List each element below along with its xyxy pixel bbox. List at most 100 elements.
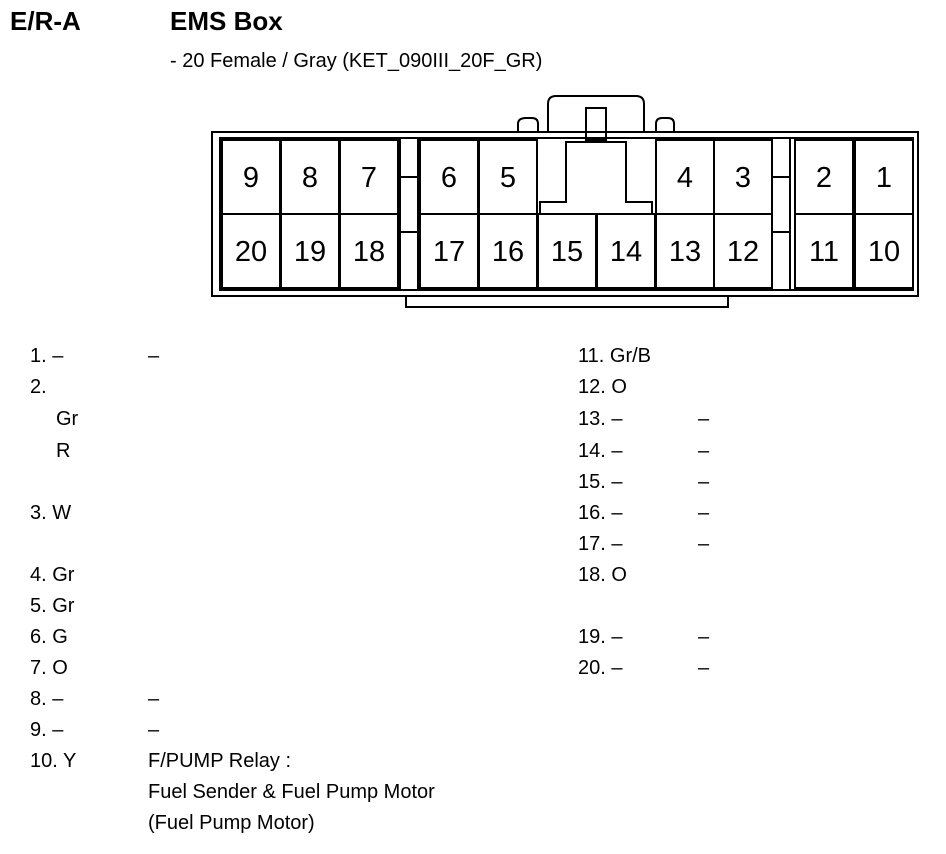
pin-entry-number: 18.: [578, 564, 606, 586]
pin-entry-wire: Gr/B: [609, 345, 652, 367]
pin-entry-right: 14. –: [578, 440, 623, 462]
pin-entry-description: –: [698, 657, 710, 679]
pin-entry-description: –: [148, 719, 160, 741]
pin-entry-number: 7.: [30, 657, 47, 679]
pin-entry-wire: W: [52, 502, 72, 524]
pin-entry-left: 2.: [30, 376, 47, 398]
pin-entry-wire: –: [52, 345, 64, 367]
connector-housing: [211, 131, 919, 297]
pin-number-18: 18: [353, 236, 385, 268]
page-title: EMS Box: [170, 6, 283, 36]
pin-entry-number: 3.: [30, 502, 47, 524]
pin-number-8: 8: [302, 162, 318, 194]
pin-entry-wire: –: [611, 471, 623, 493]
pin-entry-number: 20.: [578, 657, 606, 679]
pin-entry-description: –: [698, 471, 710, 493]
pin-entry-number: 6.: [30, 626, 47, 648]
pin-entry-right: 18. O: [578, 564, 627, 586]
latch-right: [655, 117, 675, 132]
pin-entry-number: 16.: [578, 502, 606, 524]
pin-entry-wire: –: [52, 719, 64, 741]
pin-number-10: 10: [868, 236, 900, 268]
pin-entry-left: Gr: [56, 408, 78, 430]
pin-entry-number: 9.: [30, 719, 47, 741]
pin-number-19: 19: [294, 236, 326, 268]
pin-entry-number: 1.: [30, 345, 47, 367]
pin-entry-wire: Y: [63, 750, 77, 772]
pin-number-15: 15: [551, 236, 583, 268]
pin-entry-number: 10.: [30, 750, 58, 772]
pin-number-9: 9: [243, 162, 259, 194]
connector-code: E/R-A: [10, 6, 81, 36]
pin-entry-description: –: [148, 345, 160, 367]
pin-entry-left: 4. Gr: [30, 564, 74, 586]
pin-entry-wire: –: [611, 440, 623, 462]
pin-entry-right: 11. Gr/B: [578, 345, 651, 367]
bottom-rail: [405, 296, 729, 308]
pin-entry-wire: –: [611, 408, 623, 430]
pin-number-16: 16: [492, 236, 524, 268]
pin-cell-12: [713, 213, 773, 289]
pin-entry-description: –: [698, 408, 710, 430]
pin-cell-11: [794, 213, 854, 289]
pin-entry-description: –: [698, 533, 710, 555]
pin-number-5: 5: [500, 162, 516, 194]
pin-entry-number: 4.: [30, 564, 47, 586]
pin-entry-right: 16. –: [578, 502, 623, 524]
pin-number-11: 11: [809, 236, 839, 268]
pin-number-1: 1: [876, 162, 892, 194]
pin-entry-wire: O: [611, 376, 627, 398]
pin-entry-number: 19.: [578, 626, 606, 648]
pin-entry-right: 20. –: [578, 657, 623, 679]
pin-entry-right: 13. –: [578, 408, 623, 430]
pin10-description-line: Fuel Sender & Fuel Pump Motor: [148, 781, 435, 803]
pin-entry-description: F/PUMP Relay :: [148, 750, 291, 772]
pin-number-2: 2: [816, 162, 832, 194]
pin-number-20: 20: [235, 236, 267, 268]
pin-entry-right: 12. O: [578, 376, 627, 398]
pin-entry-wire: –: [52, 688, 64, 710]
locking-tab-key: [585, 107, 607, 141]
pin-number-14: 14: [610, 236, 642, 268]
pin-entry-left: 1. –: [30, 345, 63, 367]
pin-entry-left: 10. Y: [30, 750, 76, 772]
latch-left: [517, 117, 539, 132]
pin-entry-wire: O: [52, 657, 68, 679]
pin-entry-right: 15. –: [578, 471, 623, 493]
pin-entry-wire: –: [611, 533, 623, 555]
pin-entry-description: –: [698, 626, 710, 648]
pin-entry-left: 6. G: [30, 626, 68, 648]
pin-entry-number: 17.: [578, 533, 606, 555]
pin-entry-left: R: [56, 440, 70, 462]
pin-number-13: 13: [669, 236, 701, 268]
pin-entry-number: 8.: [30, 688, 47, 710]
pin-entry-number: 12.: [578, 376, 606, 398]
pin-entry-number: 15.: [578, 471, 606, 493]
pin-entry-left: 5. Gr: [30, 595, 74, 617]
pin-entry-number: 11.: [578, 345, 605, 367]
locking-tab: [547, 95, 645, 132]
pin10-description-line: (Fuel Pump Motor): [148, 812, 315, 834]
pin-entry-number: 5.: [30, 595, 47, 617]
pin-cell-10: [854, 213, 914, 289]
center-channel: [539, 141, 653, 214]
pin-number-3: 3: [735, 162, 751, 194]
pin-entry-number: 14.: [578, 440, 606, 462]
pin-entry-description: –: [148, 688, 160, 710]
pin-entry-right: 19. –: [578, 626, 623, 648]
pin-entry-left: 3. W: [30, 502, 71, 524]
pin-entry-left: 7. O: [30, 657, 68, 679]
pin-number-7: 7: [361, 162, 377, 194]
pin-entry-left: 9. –: [30, 719, 63, 741]
pin-entry-wire: O: [611, 564, 627, 586]
pin-entry-left: 8. –: [30, 688, 63, 710]
pin-entry-wire: –: [611, 502, 623, 524]
connector-subtitle: - 20 Female / Gray (KET_090III_20F_GR): [170, 50, 543, 72]
pin-entry-description: –: [698, 502, 710, 524]
pin-entry-number: 2.: [30, 376, 47, 398]
pin-number-6: 6: [441, 162, 457, 194]
pin-number-4: 4: [677, 162, 693, 194]
pin-entry-wire: Gr: [52, 564, 75, 586]
pin-entry-number: 13.: [578, 408, 606, 430]
